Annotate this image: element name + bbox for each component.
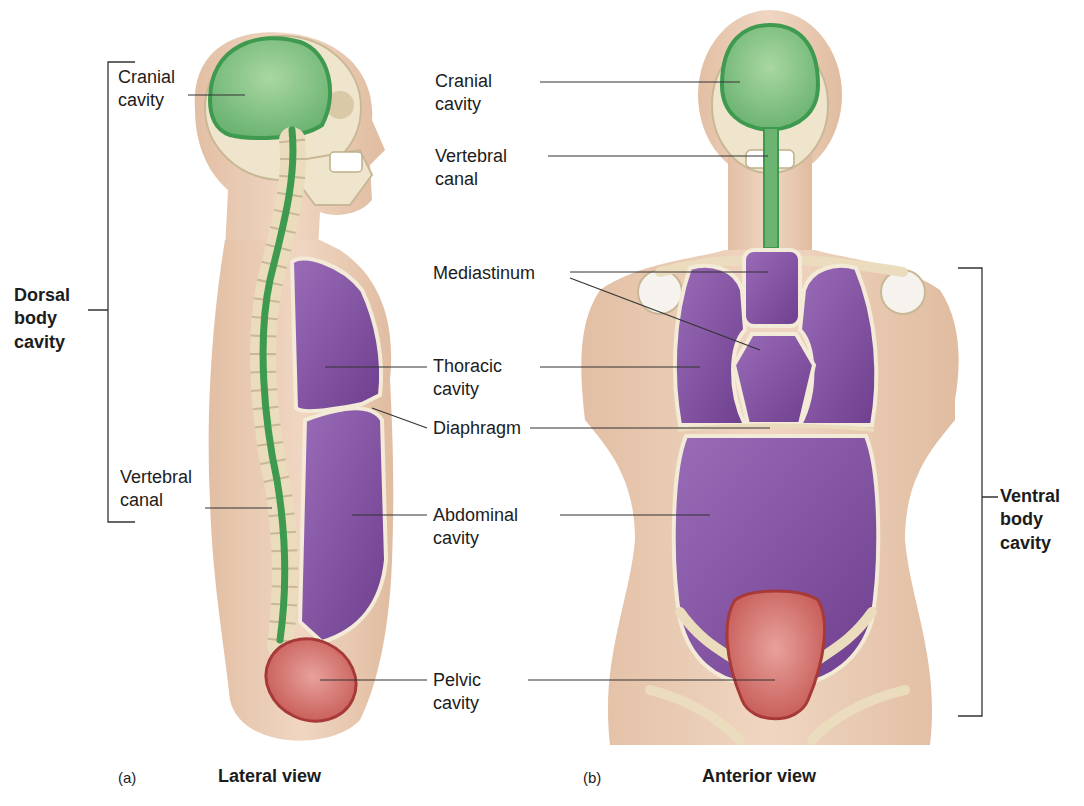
panel-letter: (a) xyxy=(118,768,136,788)
cavity-label: Thoracic cavity xyxy=(433,355,523,402)
torso-skin xyxy=(581,250,958,745)
leader-line xyxy=(352,514,427,515)
torso-skin xyxy=(209,240,394,741)
leader-line xyxy=(528,679,775,680)
cavity-label: Pelvic cavity xyxy=(433,669,508,716)
thoracic-cavity-shape xyxy=(292,258,381,410)
mediastinum-lower-shape xyxy=(734,334,814,424)
ventral-bracket xyxy=(958,268,998,716)
leader-line xyxy=(570,278,760,350)
cranial-cavity-shape xyxy=(722,25,818,130)
dorsal-bracket xyxy=(88,62,135,522)
leader-line xyxy=(570,271,768,272)
cavity-label: Vertebral canal xyxy=(120,466,210,513)
mediastinum-upper-shape xyxy=(744,250,800,326)
jaw xyxy=(300,150,372,205)
group-label: Dorsal body cavity xyxy=(14,284,94,354)
leader-line xyxy=(560,514,710,515)
thoracic-cavity-shape xyxy=(800,266,876,425)
cavity-label: Vertebral canal xyxy=(435,145,525,192)
spinal-canal-line xyxy=(263,130,293,640)
leader-line xyxy=(548,155,768,156)
vertebral-canal-shape xyxy=(764,128,778,248)
cranial-cavity-shape xyxy=(210,38,330,138)
leader-line xyxy=(372,408,427,428)
structure-label: Diaphragm xyxy=(433,417,521,440)
pelvic-cavity-shape xyxy=(727,591,825,719)
leader-line xyxy=(205,507,272,508)
thoracic-cavity-shape xyxy=(675,266,745,425)
brackets xyxy=(88,62,998,716)
view-title: Lateral view xyxy=(218,765,321,788)
view-title: Anterior view xyxy=(702,765,816,788)
cavity-label: Cranial cavity xyxy=(118,66,198,113)
cavity-label: Abdominal cavity xyxy=(433,504,543,551)
leader-line xyxy=(320,679,427,680)
leader-line xyxy=(325,366,427,367)
leader-lines xyxy=(188,82,775,680)
cavity-label: Mediastinum xyxy=(433,262,535,285)
group-label: Ventral body cavity xyxy=(1000,485,1078,555)
abdominal-cavity-shape xyxy=(300,408,386,642)
leader-line xyxy=(530,427,770,428)
anterior-figure xyxy=(581,10,958,745)
leader-line xyxy=(540,81,740,82)
lateral-figure xyxy=(195,32,394,740)
panel-letter: (b) xyxy=(583,768,601,788)
leader-line xyxy=(188,94,245,95)
teeth xyxy=(330,152,362,172)
cavity-label: Cranial cavity xyxy=(435,70,515,117)
leader-line xyxy=(540,366,700,367)
